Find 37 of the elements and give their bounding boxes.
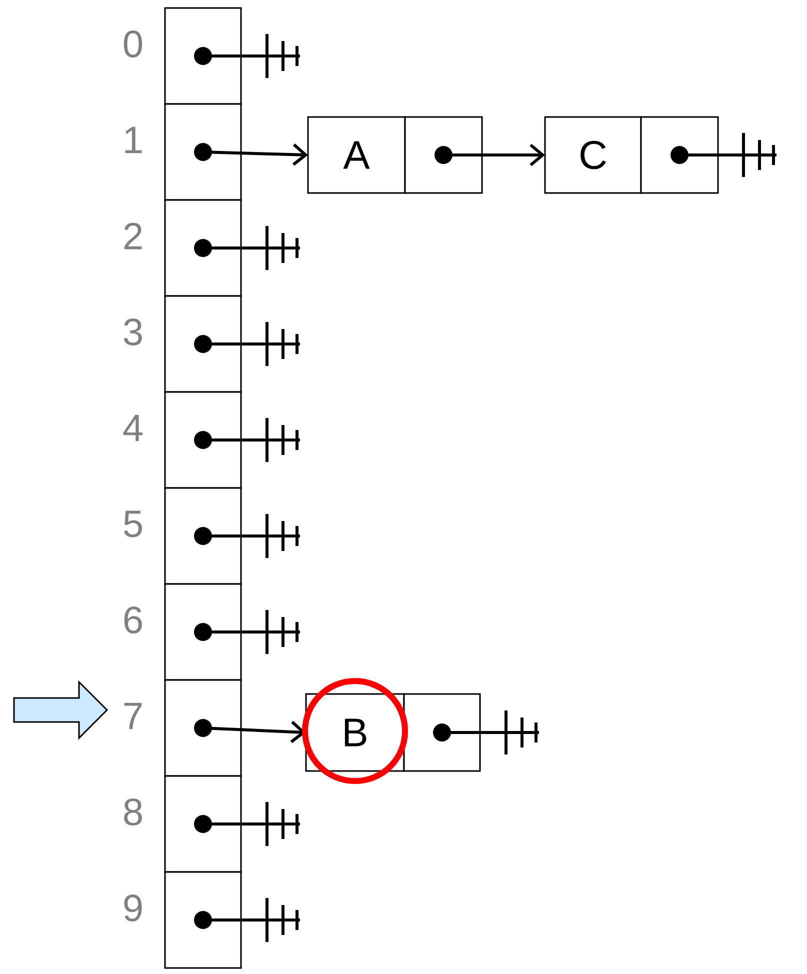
index-label: 7: [124, 702, 142, 730]
slot-cell: [164, 391, 242, 489]
slot-cell: [164, 775, 242, 873]
index-label: 3: [124, 318, 142, 346]
null-terminator: [194, 512, 302, 560]
null-terminator: [194, 800, 302, 848]
null-terminator: [194, 32, 302, 80]
pointer-cell: [403, 693, 481, 772]
slot-cell: [164, 295, 242, 393]
index-label: 4: [123, 414, 142, 442]
null-terminator: [194, 608, 302, 656]
index-label: 0: [124, 30, 142, 58]
value-cell: C: [544, 116, 642, 194]
index-label: 8: [124, 798, 142, 826]
slot-cell: [164, 103, 242, 201]
index-label: 2: [124, 222, 142, 250]
pointer-cell: [640, 116, 719, 194]
slot-cell: [164, 7, 242, 105]
pointer-cell: [404, 116, 483, 194]
arrow: [194, 143, 308, 166]
index-label: 5: [124, 510, 142, 538]
index-label: 1: [125, 126, 142, 154]
null-terminator: [194, 896, 302, 944]
null-terminator: [194, 320, 302, 368]
slot-cell: [164, 199, 242, 297]
slot-cell: [164, 679, 242, 777]
index-label: 6: [124, 606, 142, 634]
null-terminator: [670, 132, 778, 178]
null-terminator: [194, 416, 302, 464]
value-cell: A: [307, 116, 406, 194]
null-terminator: [194, 224, 302, 272]
arrow: [434, 144, 545, 166]
null-terminator: [433, 709, 540, 756]
slot-cell: [164, 871, 242, 969]
index-label: 9: [124, 894, 142, 922]
slot-cell: [164, 487, 242, 585]
slot-cell: [164, 583, 242, 681]
